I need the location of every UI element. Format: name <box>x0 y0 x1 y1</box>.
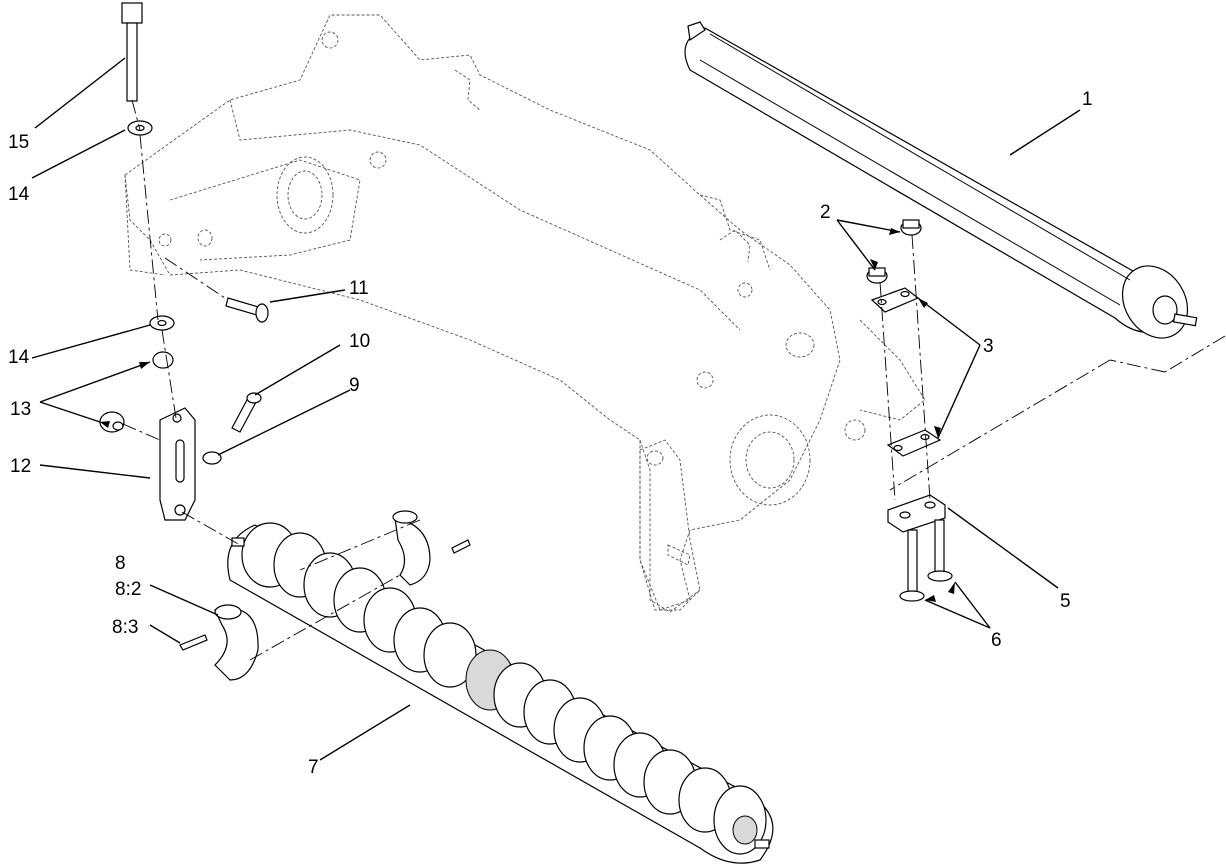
frame-assembly-ghost <box>124 14 926 613</box>
hex-nut-small <box>202 451 222 465</box>
callout-13: 13 <box>10 399 31 420</box>
carriage-bolt-pair <box>899 519 953 602</box>
callout-6: 6 <box>991 630 1002 651</box>
callout-9: 9 <box>349 375 360 396</box>
callout-7: 7 <box>308 757 319 778</box>
clamp-plate <box>870 287 942 457</box>
callout-11: 11 <box>349 278 369 299</box>
grooved-roller <box>227 522 774 864</box>
callout-8-3: 8:3 <box>112 617 138 638</box>
long-bolt <box>121 2 143 102</box>
flange-nut <box>866 219 922 284</box>
callout-2: 2 <box>820 202 831 223</box>
side-bracket <box>159 407 196 521</box>
carriage-bolt <box>225 297 269 323</box>
roller-tube <box>684 21 1198 339</box>
callout-12: 12 <box>10 456 31 477</box>
assembly-centerlines <box>122 99 1226 661</box>
callout-1: 1 <box>1082 89 1093 110</box>
callout-14-upper: 14 <box>8 184 30 205</box>
callout-14-lower: 14 <box>8 347 30 368</box>
callout-8: 8 <box>115 553 126 574</box>
callout-5: 5 <box>1060 591 1071 612</box>
bearing-clamp-halves <box>214 510 431 681</box>
right-bracket-ghost <box>639 439 701 611</box>
bearing-screw <box>179 539 471 651</box>
callout-10: 10 <box>349 331 370 352</box>
callout-labels: 1 2 3 5 6 7 8 8:2 8:3 9 10 11 12 13 14 1… <box>8 89 1093 778</box>
small-bolt <box>231 392 262 433</box>
callout-8-2: 8:2 <box>115 579 141 600</box>
leader-lines <box>31 57 1081 761</box>
washer <box>127 120 175 331</box>
callout-3: 3 <box>983 336 994 357</box>
callout-15: 15 <box>8 132 29 153</box>
